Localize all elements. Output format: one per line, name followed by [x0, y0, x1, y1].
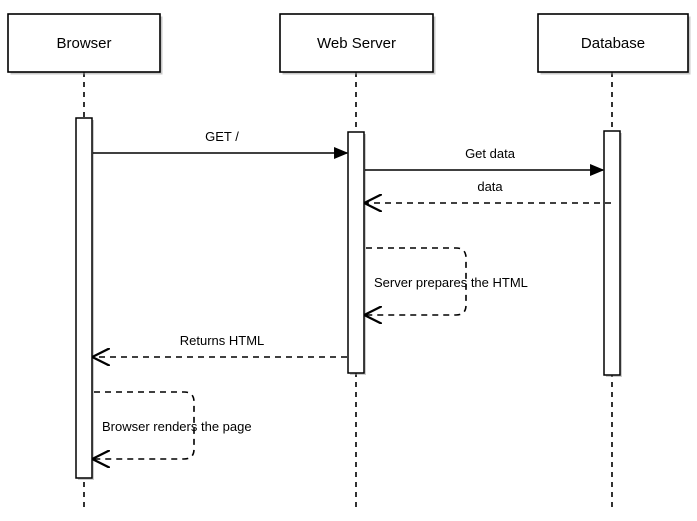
activation-bars-layer [75, 117, 622, 480]
message-get-root[interactable]: GET / [93, 129, 349, 160]
activation-bar-browser [75, 117, 93, 479]
self-messages-layer: Server prepares the HTML Browser renders … [94, 247, 528, 459]
participant-box[interactable] [537, 13, 689, 73]
self-message-label-server-prepares-html: Server prepares the HTML [374, 275, 528, 290]
self-message-loop-server-prepares-html [366, 247, 467, 315]
participant-label-web-server: Web Server [317, 35, 396, 52]
message-label-get-root: GET / [205, 129, 239, 144]
participant-box[interactable] [279, 13, 434, 73]
message-label-get-data: Get data [465, 146, 516, 161]
message-get-data[interactable]: Get data [365, 146, 605, 177]
self-message-browser-renders-page[interactable]: Browser renders the page [94, 391, 252, 459]
message-data-return[interactable]: data [366, 179, 611, 203]
activation-bar-database [603, 130, 621, 376]
participant-boxes-layer: Browser Web Server Database [7, 13, 691, 75]
self-message-server-prepares-html[interactable]: Server prepares the HTML [366, 247, 528, 315]
participant-browser[interactable]: Browser [7, 13, 163, 75]
participant-box[interactable] [7, 13, 161, 73]
participant-label-browser: Browser [56, 35, 111, 52]
self-message-label-browser-renders-page: Browser renders the page [102, 419, 252, 434]
message-label-returns-html: Returns HTML [180, 333, 265, 348]
activation-bar-web-server [347, 131, 365, 374]
message-returns-html[interactable]: Returns HTML [94, 333, 347, 357]
self-message-loop-browser-renders-page [94, 391, 195, 459]
participant-database[interactable]: Database [537, 13, 691, 75]
participant-web-server[interactable]: Web Server [279, 13, 436, 75]
message-label-data-return: data [477, 179, 503, 194]
participant-label-database: Database [581, 35, 645, 52]
